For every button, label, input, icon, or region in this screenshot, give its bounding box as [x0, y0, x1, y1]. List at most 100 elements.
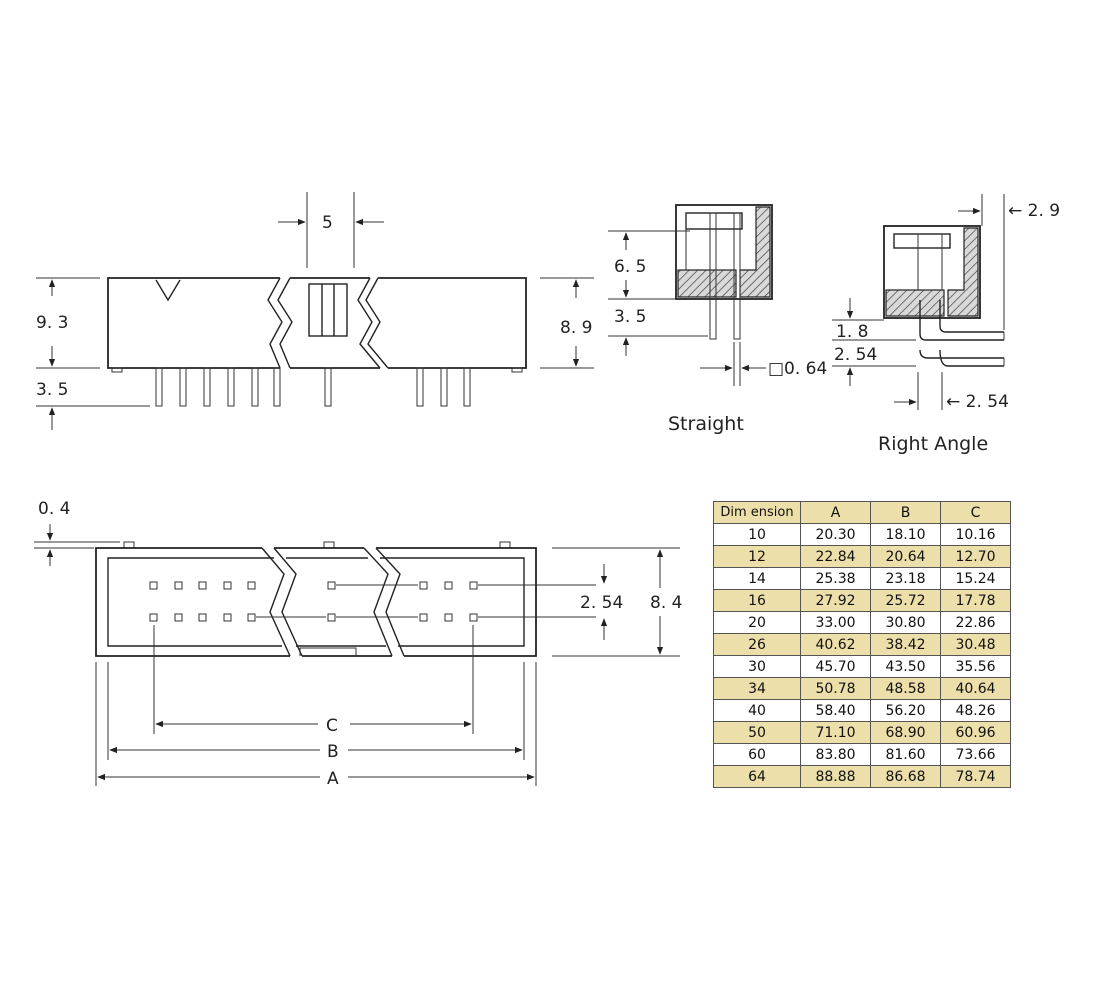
table-cell: 20: [713, 611, 801, 634]
table-cell: 58.40: [800, 699, 871, 722]
table-cell: 40: [713, 699, 801, 722]
dimension-3-5-top: 3. 5: [36, 380, 150, 430]
table-cell: 43.50: [870, 655, 941, 678]
table-cell: 71.10: [800, 721, 871, 744]
table-cell: 25.72: [870, 589, 941, 612]
pin-pads: [149, 581, 596, 622]
bottom-view: 0. 4 2. 54 8. 4 C: [34, 499, 682, 789]
table-cell: 48.58: [870, 677, 941, 700]
right-angle-view: ← 2. 9 1. 8 2. 54 ← 2. 54 Right Angle: [832, 194, 1060, 455]
svg-text:6. 5: 6. 5: [614, 257, 646, 277]
table-cell: 16: [713, 589, 801, 612]
header-b: B: [870, 501, 941, 524]
table-cell: 26: [713, 633, 801, 656]
dimension-3-5-straight: 3. 5: [608, 307, 708, 356]
table-cell: 10.16: [940, 523, 1011, 546]
table-cell: 45.70: [800, 655, 871, 678]
table-cell: 56.20: [870, 699, 941, 722]
table-cell: 20.64: [870, 545, 941, 568]
dimension-8-9: 8. 9: [540, 277, 594, 369]
table-cell: 50: [713, 721, 801, 744]
key-slot: [308, 283, 348, 337]
dimension-1-8: 1. 8: [832, 298, 916, 342]
dimension-c: C: [153, 625, 474, 736]
svg-text:← 2. 9: ← 2. 9: [1008, 201, 1060, 221]
polarization-notch: [155, 279, 181, 302]
table-cell: 27.92: [800, 589, 871, 612]
table-cell: 35.56: [940, 655, 1011, 678]
header-a: A: [800, 501, 871, 524]
table-cell: 68.90: [870, 721, 941, 744]
dimension-0-4: 0. 4: [34, 499, 120, 566]
header-c: C: [940, 501, 1011, 524]
table-cell: 30.80: [870, 611, 941, 634]
dimension-2-54-bottom: ← 2. 54: [894, 372, 1009, 412]
dimension-a: A: [95, 662, 537, 789]
table-cell: 60: [713, 743, 801, 766]
table-cell: 15.24: [940, 567, 1011, 590]
svg-text:5: 5: [322, 213, 333, 233]
table-cell: 33.00: [800, 611, 871, 634]
table-cell: 34: [713, 677, 801, 700]
dimension-b: B: [107, 662, 525, 762]
dimension-0-64: □0. 64: [700, 342, 827, 386]
table-cell: 40.64: [940, 677, 1011, 700]
svg-text:3. 5: 3. 5: [36, 380, 68, 400]
svg-text:9. 3: 9. 3: [36, 313, 68, 333]
dimension-2-9: ← 2. 9: [958, 194, 1060, 330]
svg-text:← 2. 54: ← 2. 54: [946, 392, 1009, 412]
svg-text:0. 4: 0. 4: [38, 499, 70, 519]
svg-text:2. 54: 2. 54: [580, 593, 623, 613]
table-cell: 40.62: [800, 633, 871, 656]
top-view-pins: [155, 367, 471, 407]
top-view: 5 9. 3 3. 5 8. 9: [36, 192, 594, 430]
svg-text:□0. 64: □0. 64: [768, 359, 827, 379]
table-cell: 30.48: [940, 633, 1011, 656]
table-cell: 64: [713, 765, 801, 788]
svg-text:8. 4: 8. 4: [650, 593, 682, 613]
table-cell: 22.86: [940, 611, 1011, 634]
table-cell: 30: [713, 655, 801, 678]
dimension-9-3: 9. 3: [36, 277, 100, 369]
svg-text:A: A: [327, 769, 339, 789]
table-cell: 38.42: [870, 633, 941, 656]
table-cell: 50.78: [800, 677, 871, 700]
table-cell: 88.88: [800, 765, 871, 788]
right-angle-caption: Right Angle: [878, 433, 988, 455]
dimension-2-54-pitch: 2. 54: [580, 564, 623, 640]
table-cell: 73.66: [940, 743, 1011, 766]
svg-text:C: C: [326, 716, 338, 736]
dimension-8-4: 8. 4: [552, 547, 682, 657]
table-cell: 10: [713, 523, 801, 546]
table-cell: 17.78: [940, 589, 1011, 612]
dimension-6-5: 6. 5: [608, 230, 690, 300]
table-cell: 20.30: [800, 523, 871, 546]
svg-text:3. 5: 3. 5: [614, 307, 646, 327]
straight-view: 6. 5 3. 5 □0. 64 Straight: [608, 204, 827, 435]
table-cell: 81.60: [870, 743, 941, 766]
table-cell: 86.68: [870, 765, 941, 788]
straight-caption: Straight: [668, 413, 744, 435]
table-cell: 60.96: [940, 721, 1011, 744]
top-view-body: [107, 277, 527, 407]
table-cell: 14: [713, 567, 801, 590]
table-cell: 48.26: [940, 699, 1011, 722]
svg-text:1. 8: 1. 8: [836, 322, 868, 342]
table-cell: 78.74: [940, 765, 1011, 788]
dimension-table-header: Dim ension A B C: [713, 501, 1011, 524]
dimension-5: 5: [278, 192, 384, 268]
svg-text:8. 9: 8. 9: [560, 318, 592, 338]
svg-text:B: B: [327, 742, 339, 762]
